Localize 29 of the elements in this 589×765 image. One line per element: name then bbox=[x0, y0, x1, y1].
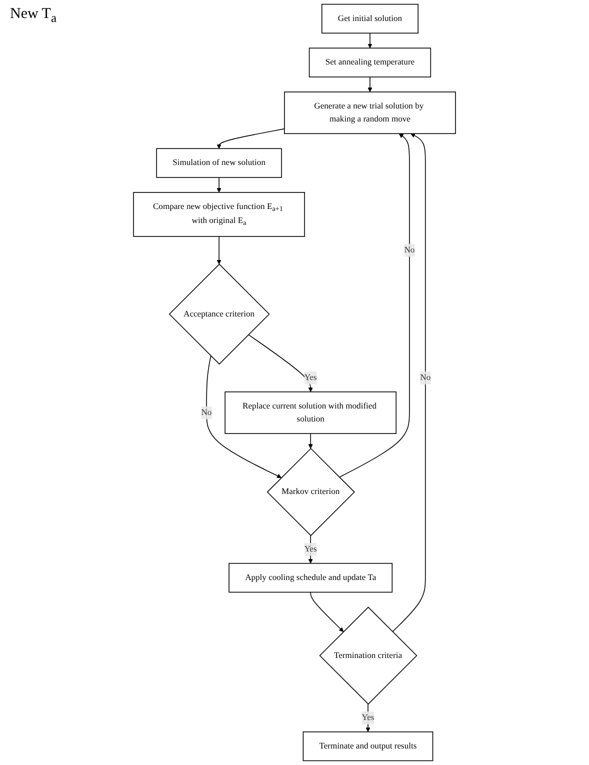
node-diamond: Acceptance criterion bbox=[168, 264, 270, 365]
node-box: Set annealing temperature bbox=[308, 48, 432, 78]
edge-label: No bbox=[201, 408, 212, 417]
arrow bbox=[310, 592, 344, 632]
node-box: Apply cooling schedule and update Ta bbox=[228, 562, 393, 593]
node-box: Terminate and output results bbox=[302, 731, 434, 762]
arrow bbox=[392, 133, 426, 632]
node-box: Replace current solution with modified solution bbox=[224, 391, 396, 434]
node-box: Get initial solution bbox=[321, 4, 418, 34]
node-box: Compare new objective function E$_{a+1}$ with original E$_{a}$ bbox=[133, 192, 305, 237]
arrow bbox=[216, 128, 285, 149]
edge-label: No bbox=[420, 373, 431, 382]
node-diamond: Markov criterion bbox=[266, 448, 355, 536]
node-box: Simulation of new solution bbox=[156, 148, 282, 178]
arrow bbox=[368, 32, 372, 48]
arrow bbox=[338, 133, 410, 478]
arrow bbox=[206, 355, 282, 478]
edge-label: No bbox=[404, 246, 415, 255]
arrow bbox=[216, 177, 222, 193]
note-text: New T$_{a}$ bbox=[10, 6, 57, 26]
node-diamond: Termination criteria bbox=[319, 606, 418, 705]
edge-label: Yes bbox=[304, 373, 317, 382]
arrow bbox=[248, 334, 313, 392]
arrow bbox=[308, 433, 313, 449]
arrow bbox=[368, 76, 372, 92]
node-box: Generate a new trial solution by making a random move bbox=[284, 92, 456, 134]
edge-label: Yes bbox=[304, 544, 317, 554]
arrow bbox=[216, 236, 222, 264]
edge-label: Yes bbox=[362, 713, 374, 722]
